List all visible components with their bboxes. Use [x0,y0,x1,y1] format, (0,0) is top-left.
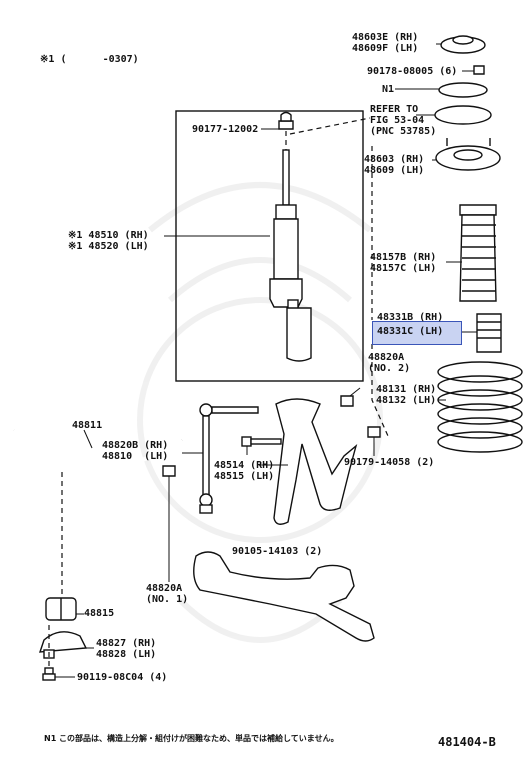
upper-support [435,138,501,171]
header-range: ( -0307) [60,54,139,65]
label-spring[interactable]: 48131 (RH) 48132 (LH) [376,384,437,406]
label-stabilizer[interactable]: 48811 [72,420,103,431]
label-fork[interactable]: 48514 (RH) 48515 (LH) [214,460,275,482]
label-n1[interactable]: N1 [382,84,395,95]
header-note: ※1 ( -0307) [40,54,139,65]
n1-washer [438,82,488,98]
label-bushing[interactable]: 48815 [84,608,115,619]
label-bolt-90105[interactable]: 90105-14103 (2) [232,546,323,557]
figure-code: 481404-B [438,735,496,749]
label-link[interactable]: 48820B (RH) 48810 (LH) [102,440,169,462]
stabilizer-link [199,403,259,514]
label-bracket[interactable]: 48827 (RH) 48828 (LH) [96,638,157,660]
nut-90179 [367,426,381,438]
shock-absorber [269,149,312,362]
stabilizer-bar [13,428,183,469]
bolt-90119 [42,667,56,681]
header-mark: ※1 [40,54,55,65]
nut-90177 [278,111,294,130]
bolt-90105 [241,436,282,447]
nut-48820a-1 [162,465,176,477]
coil-spring [437,361,523,453]
bushing [45,597,77,621]
bellows-boot [459,204,497,302]
label-nut-90179[interactable]: 90179-14058 (2) [344,457,435,468]
label-upper-cap[interactable]: 48603E (RH) 48609F (LH) [352,32,419,54]
label-boot[interactable]: 48157B (RH) 48157C (LH) [370,252,437,274]
upper-cap [440,35,486,54]
refer-plate [434,105,492,125]
bumper-highlight[interactable] [372,321,462,345]
lower-control-arm [193,551,375,642]
footer-note: N1 この部品は、構造上分解・組付けが困難なため、単品では補給していません。 [44,734,339,743]
label-nut-90178[interactable]: 90178-08005 (6) [367,66,458,77]
label-nut-48820a-2[interactable]: 48820A (NO. 2) [368,352,411,374]
nut-90178 [473,65,485,75]
label-bolt-90119[interactable]: 90119-08C04 (4) [77,672,168,683]
bump-stopper [476,313,502,353]
label-nut-48820a-1[interactable]: 48820A (NO. 1) [146,583,189,605]
bracket [38,631,88,659]
label-bumper[interactable]: 48331B (RH) 48331C (LH) [377,312,444,337]
label-support[interactable]: 48603 (RH) 48609 (LH) [364,154,425,176]
nut-48820a-2 [340,395,354,407]
label-nut-90177[interactable]: 90177-12002 [192,124,259,135]
label-refer[interactable]: REFER TO FIG 53-04 (PNC 53785) [370,104,437,137]
shock-fork [273,398,358,525]
label-absorber[interactable]: ※1 48510 (RH) ※1 48520 (LH) [68,230,149,252]
absorber-box [175,110,364,382]
